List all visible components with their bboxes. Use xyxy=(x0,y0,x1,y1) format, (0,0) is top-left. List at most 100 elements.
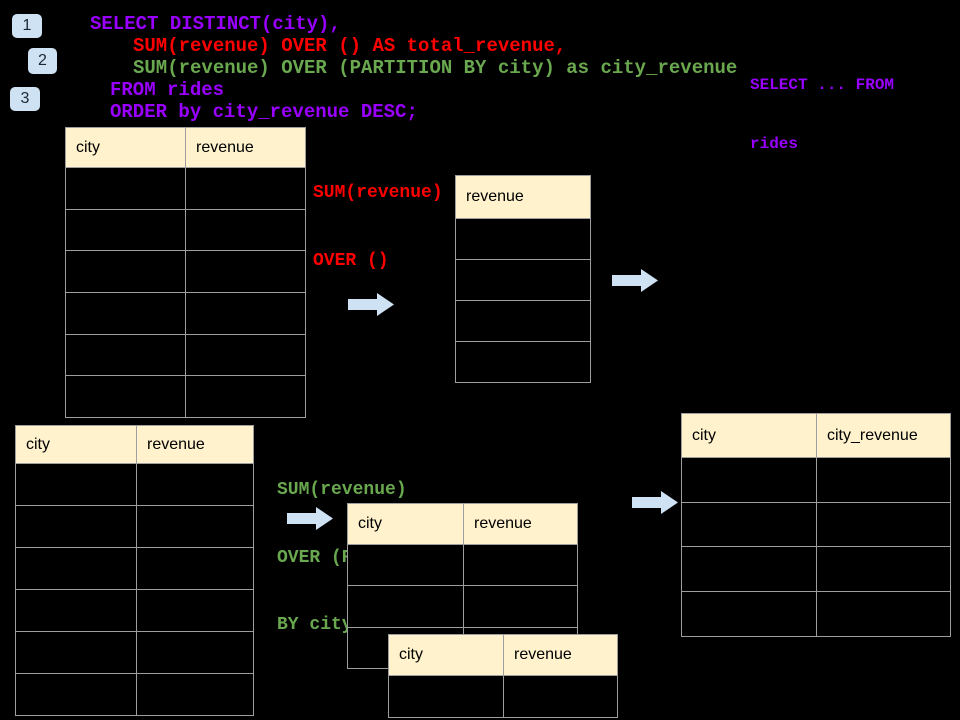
empty-cell xyxy=(185,333,306,377)
sql-line-select: SELECT DISTINCT(city), xyxy=(90,13,341,35)
empty-cell xyxy=(185,167,306,210)
empty-cell xyxy=(455,259,591,301)
table-row xyxy=(455,218,591,260)
empty-cell xyxy=(388,675,504,718)
table-row xyxy=(455,259,591,301)
empty-cell xyxy=(15,463,137,506)
step-badge-3: 3 xyxy=(10,87,40,111)
side-note-line-2: rides xyxy=(750,134,799,153)
empty-cell xyxy=(15,589,137,632)
step-badge-2: 2 xyxy=(28,48,57,74)
column-header: revenue xyxy=(455,175,591,219)
table-row xyxy=(65,250,306,294)
empty-cell xyxy=(185,292,306,335)
empty-cell xyxy=(681,457,817,503)
table-row xyxy=(15,547,254,590)
empty-cell xyxy=(136,631,254,674)
empty-cell xyxy=(347,585,464,628)
sql-line-total-revenue: SUM(revenue) OVER () AS total_revenue, xyxy=(133,35,567,57)
step-badge-1: 1 xyxy=(12,14,42,38)
table-row xyxy=(15,589,254,632)
empty-cell xyxy=(65,208,186,252)
empty-cell xyxy=(463,585,578,628)
table-row xyxy=(347,543,578,587)
column-header: city_revenue xyxy=(816,413,951,458)
empty-cell xyxy=(15,547,137,590)
empty-cell xyxy=(65,333,186,377)
table-row xyxy=(15,505,254,548)
empty-cell xyxy=(15,505,137,548)
sql-line-city-revenue: SUM(revenue) OVER (PARTITION BY city) as… xyxy=(133,57,738,79)
empty-cell xyxy=(816,591,951,637)
empty-cell xyxy=(816,457,951,503)
empty-cell xyxy=(65,292,186,335)
table-row xyxy=(681,591,951,637)
table-row xyxy=(15,463,254,506)
side-note-select-from-rides: SELECT ... FROM rides xyxy=(750,37,894,193)
empty-cell xyxy=(347,543,464,587)
table-row xyxy=(681,457,951,503)
empty-cell xyxy=(15,673,137,716)
table-row xyxy=(347,585,578,628)
empty-cell xyxy=(455,300,591,342)
empty-cell xyxy=(185,250,306,294)
empty-cell xyxy=(463,543,578,587)
sql-line-from: FROM rides xyxy=(110,79,225,101)
table-row xyxy=(388,675,618,718)
column-header: city xyxy=(65,127,186,168)
column-header: revenue xyxy=(185,127,306,168)
table-row xyxy=(65,167,306,210)
column-header: city xyxy=(15,425,137,464)
column-header: revenue xyxy=(503,634,618,676)
empty-cell xyxy=(65,375,186,419)
column-header: city xyxy=(388,634,504,676)
column-header: city xyxy=(347,503,464,545)
empty-cell xyxy=(65,167,186,210)
table-row xyxy=(15,631,254,674)
empty-cell xyxy=(455,341,591,383)
empty-cell xyxy=(816,501,951,548)
empty-cell xyxy=(15,631,137,674)
empty-cell xyxy=(136,547,254,590)
table-row xyxy=(65,292,306,335)
table-revenue-result: revenue xyxy=(455,175,591,383)
label-partition-line-1: SUM(revenue) xyxy=(277,480,407,500)
empty-cell xyxy=(681,591,817,637)
empty-cell xyxy=(185,375,306,419)
empty-cell xyxy=(136,589,254,632)
empty-cell xyxy=(136,505,254,548)
table-row xyxy=(65,333,306,377)
empty-cell xyxy=(681,546,817,593)
empty-cell xyxy=(65,250,186,294)
side-note-line-1: SELECT ... FROM xyxy=(750,76,895,94)
empty-cell xyxy=(185,208,306,252)
table-row xyxy=(15,673,254,716)
empty-cell xyxy=(816,546,951,593)
empty-cell xyxy=(681,501,817,548)
arrow-right-icon xyxy=(612,269,658,292)
table-row xyxy=(65,208,306,252)
empty-cell xyxy=(455,218,591,260)
arrow-right-icon xyxy=(287,507,333,530)
table-row xyxy=(65,375,306,419)
empty-cell xyxy=(136,463,254,506)
column-header: city xyxy=(681,413,817,458)
arrow-right-icon xyxy=(348,293,394,316)
arrow-right-icon xyxy=(632,491,678,514)
table-row xyxy=(681,501,951,548)
empty-cell xyxy=(136,673,254,716)
label-total-line-2: OVER () xyxy=(313,250,389,271)
label-total-line-1: SUM(revenue) xyxy=(313,183,443,203)
table-row xyxy=(455,341,591,383)
table-row xyxy=(455,300,591,342)
empty-cell xyxy=(503,675,618,718)
